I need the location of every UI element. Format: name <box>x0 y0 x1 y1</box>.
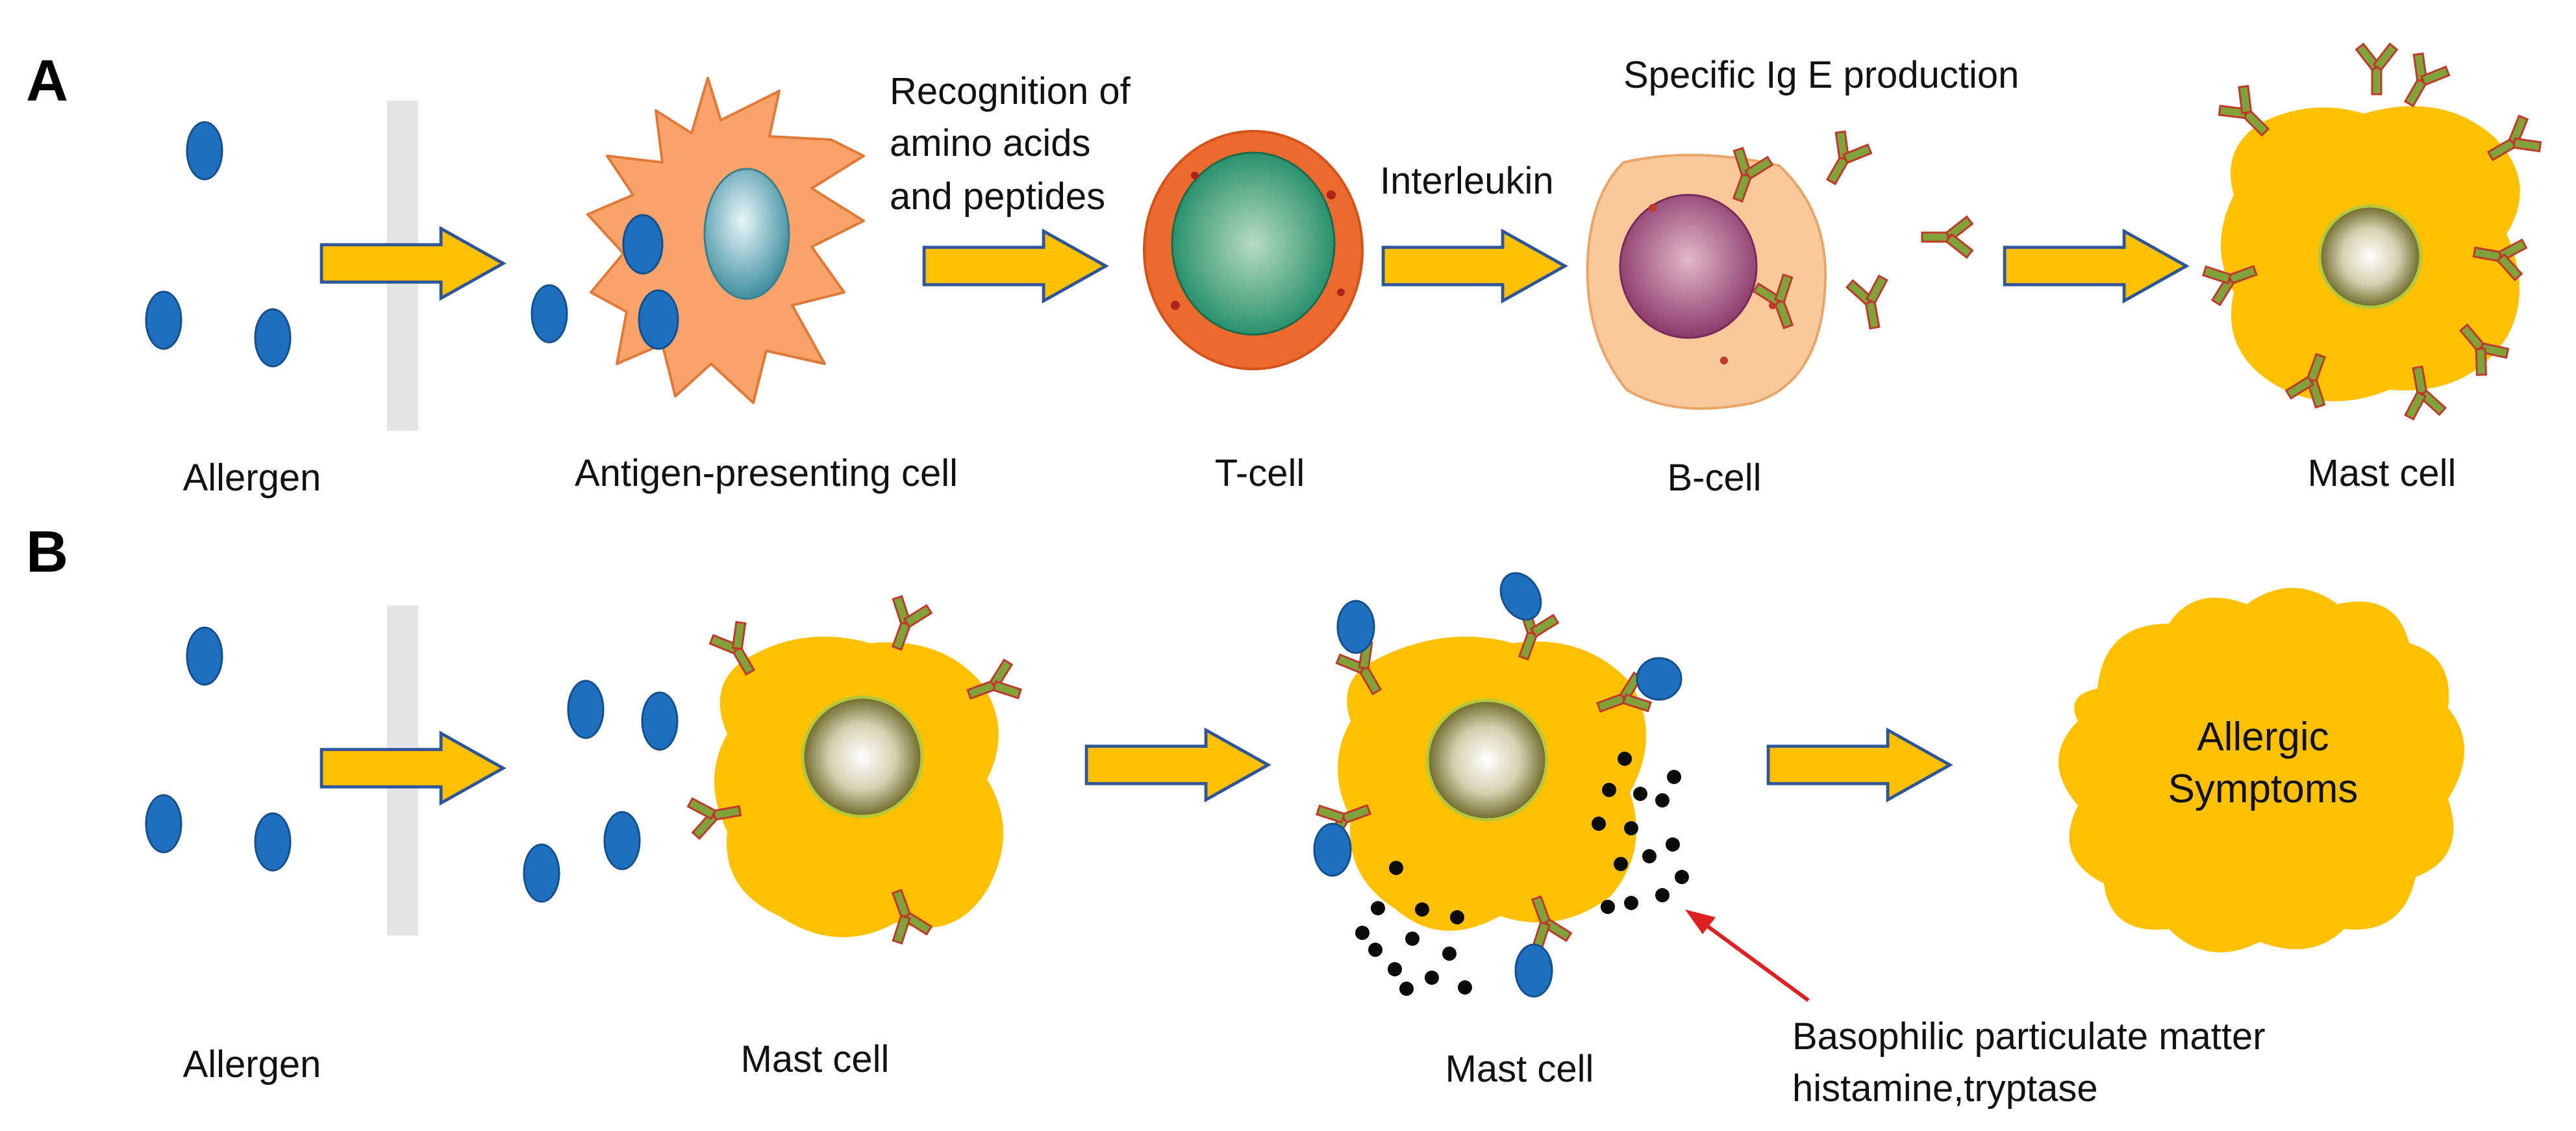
allergen-particle <box>641 691 679 751</box>
panel-b-label: B <box>26 520 68 585</box>
allergen-particle <box>603 811 641 870</box>
mediators-line-2: histamine,tryptase <box>1792 1067 2098 1110</box>
ige-antibody-icon <box>1921 216 1973 259</box>
t-cell-nucleus <box>1171 151 1336 336</box>
mast-cell-primed <box>686 592 1025 947</box>
allergen-group-b <box>145 626 292 872</box>
interleukin-label: Interleukin <box>1380 160 1554 202</box>
allergen-particle <box>622 214 664 275</box>
mediators-line-1: Basophilic particulate matter <box>1792 1015 2266 1058</box>
allergen-particle <box>254 308 292 368</box>
allergen-particle <box>638 289 679 350</box>
allergen-particle <box>567 680 605 739</box>
allergen-label-a: Allergen <box>183 457 321 499</box>
apc-nucleus <box>703 168 790 300</box>
allergen-label-b: Allergen <box>183 1043 321 1086</box>
ige-antibody-icon <box>1845 273 1896 333</box>
mediator-pointer-arrow <box>1685 909 1810 1002</box>
allergen-particle <box>186 626 223 686</box>
t-cell <box>1143 130 1364 370</box>
mast-cell-label-a: Mast cell <box>2308 452 2457 494</box>
arrow-right-icon <box>2005 231 2186 301</box>
ige-production-label: Specific Ig E production <box>1623 54 2019 96</box>
allergen-particle <box>145 794 182 854</box>
antigen-presenting-cell <box>586 77 865 404</box>
allergen-group-a <box>145 121 292 368</box>
allergic-symptoms-cloud: Allergic Symptoms <box>2058 588 2464 952</box>
allergen-particle <box>1336 600 1375 654</box>
recognition-line-1: Recognition of <box>890 70 1131 112</box>
mast-cell-label-b1: Mast cell <box>741 1038 890 1080</box>
apc-label: Antigen-presenting cell <box>575 452 958 494</box>
mast-cell-degranulating <box>1313 572 1682 998</box>
allergen-particle <box>1313 822 1352 877</box>
released-granules <box>1355 752 1689 996</box>
symptoms-line-2: Symptoms <box>2168 767 2358 811</box>
arrow-right-icon <box>1086 730 1268 800</box>
arrow-right-icon <box>1768 730 1950 800</box>
allergen-particle <box>1499 572 1542 621</box>
t-cell-label: T-cell <box>1215 452 1305 494</box>
ige-antibody-icon <box>1812 127 1875 193</box>
allergen-particle <box>1514 943 1553 998</box>
mast-cell-sensitized <box>2199 43 2545 422</box>
mast-cell-nucleus <box>2318 204 2423 309</box>
allergen-particle <box>531 284 568 344</box>
mast-cell-nucleus <box>1425 698 1549 822</box>
ige-antibody-icon <box>2390 49 2453 115</box>
allergen-particle <box>1636 657 1682 701</box>
panel-a-label: A <box>26 49 68 114</box>
b-cell-label: B-cell <box>1667 457 1761 499</box>
arrow-right-icon <box>924 231 1106 301</box>
allergen-particle <box>254 812 292 872</box>
allergen-particle <box>523 843 560 903</box>
mast-cell-label-b2: Mast cell <box>1445 1048 1594 1090</box>
arrow-right-icon <box>1383 231 1565 301</box>
recognition-line-3: and peptides <box>890 175 1105 218</box>
b-cell <box>1586 144 1827 410</box>
b-cell-nucleus <box>1619 194 1758 339</box>
symptoms-line-1: Allergic <box>2197 715 2329 759</box>
ige-antibody-icon <box>2355 43 2398 95</box>
allergen-particle <box>186 121 223 181</box>
allergen-particle <box>145 290 182 350</box>
mast-cell-nucleus <box>801 695 924 819</box>
recognition-line-2: amino acids <box>890 122 1090 164</box>
